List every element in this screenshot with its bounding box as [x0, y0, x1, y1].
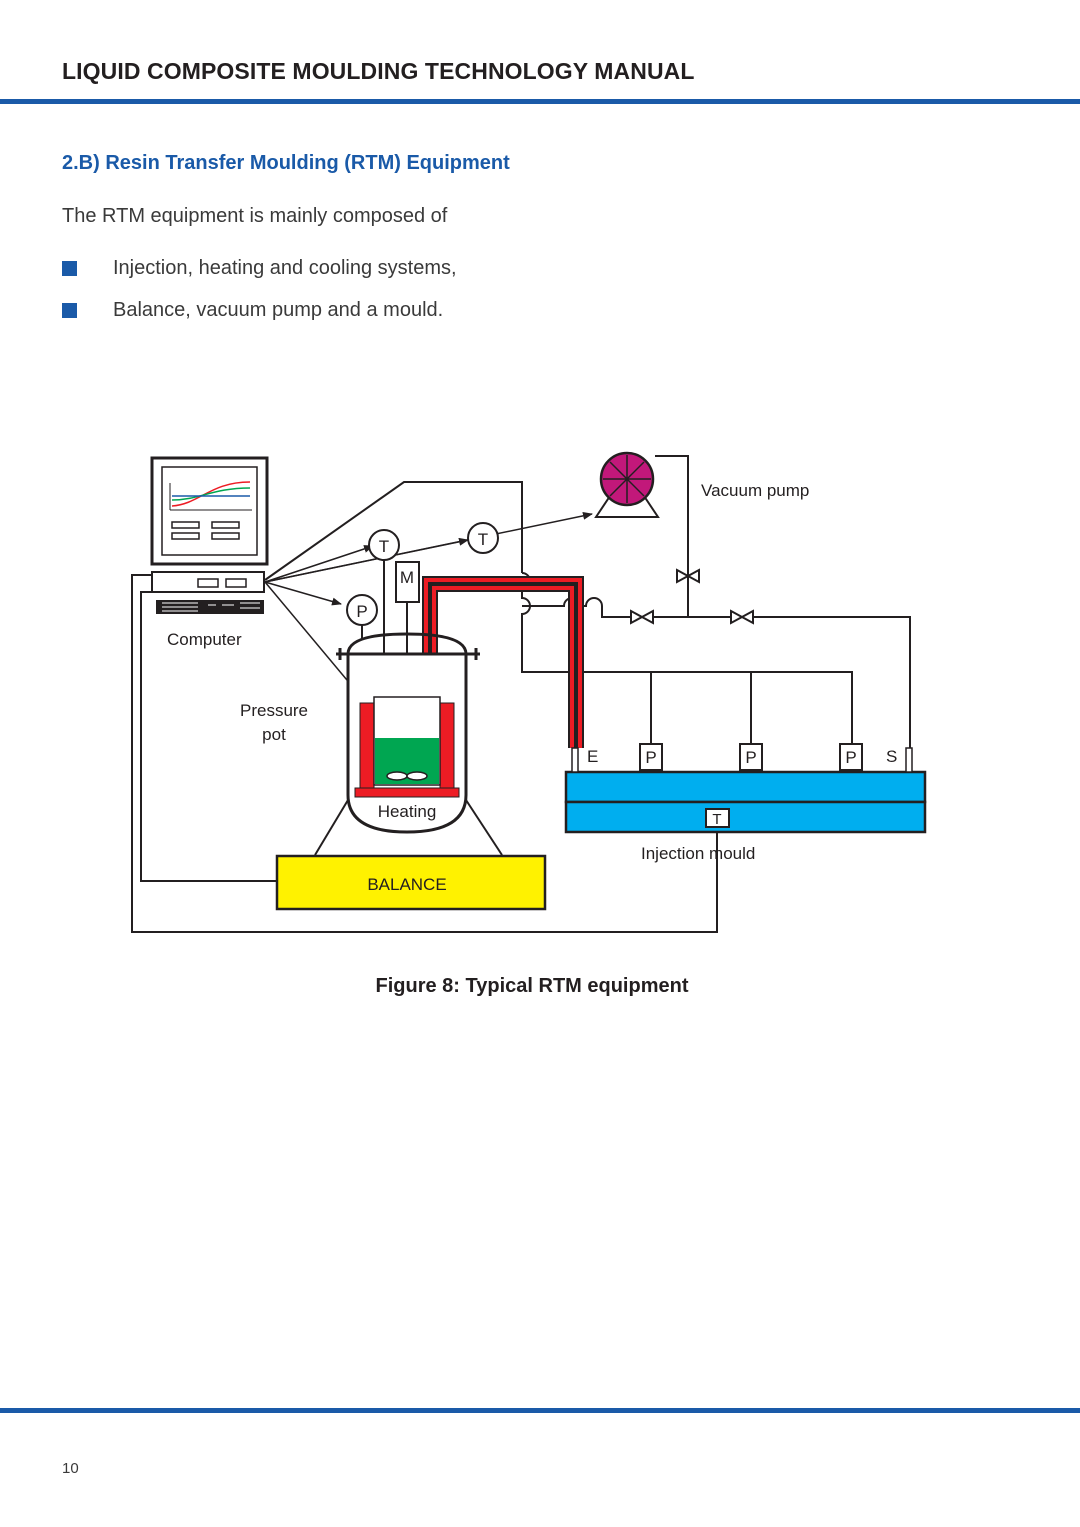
wiring-loop	[131, 574, 718, 933]
bullet-text: Balance, vacuum pump and a mould.	[113, 299, 444, 321]
bullet-text: Injection, heating and cooling systems,	[113, 257, 457, 279]
pressure-sensor-icon: P	[839, 743, 863, 771]
injection-mould: T E S P P P	[564, 743, 927, 834]
pressure-pot: Heating	[314, 632, 503, 856]
signal-lines	[264, 511, 593, 699]
svg-text:M: M	[400, 568, 414, 587]
valve-icon	[630, 609, 654, 625]
page-number: 10	[62, 1460, 79, 1477]
vacuum-pump-label: Vacuum pump	[701, 481, 809, 500]
header-rule	[0, 99, 1080, 104]
svg-text:P: P	[745, 748, 756, 767]
rtm-equipment-diagram: Computer Vacuum pump	[131, 451, 927, 933]
balance-label: BALANCE	[367, 875, 446, 894]
pressure-gauge-icon: P	[346, 594, 378, 640]
pressure-pot-label: Pressure	[240, 701, 308, 720]
svg-text:T: T	[478, 530, 488, 549]
balance-box	[275, 854, 547, 911]
svg-text:T: T	[712, 811, 721, 828]
svg-text:Heating: Heating	[378, 802, 437, 821]
valve-icon	[730, 609, 754, 625]
injection-pipe	[422, 576, 584, 748]
svg-text:P: P	[845, 748, 856, 767]
svg-text:P: P	[356, 602, 367, 621]
section-heading: 2.B) Resin Transfer Moulding (RTM) Equip…	[62, 152, 510, 174]
bullet-square-icon	[62, 303, 77, 318]
valve-icon	[676, 568, 700, 584]
pressure-sensor-icon: P	[739, 743, 763, 771]
svg-text:T: T	[379, 537, 389, 556]
svg-text:S: S	[886, 747, 897, 766]
svg-text:E: E	[587, 747, 598, 766]
intro-text: The RTM equipment is mainly composed of	[62, 205, 448, 227]
bullet-square-icon	[62, 261, 77, 276]
computer-label: Computer	[167, 630, 242, 649]
injection-mould-label: Injection mould	[641, 844, 755, 863]
footer-rule	[0, 1408, 1080, 1413]
computer-monitor-icon	[150, 456, 269, 566]
svg-text:P: P	[645, 748, 656, 767]
control-frame-line	[264, 481, 523, 581]
document-title: LIQUID COMPOSITE MOULDING TECHNOLOGY MAN…	[62, 58, 695, 84]
vacuum-line	[522, 455, 911, 748]
pressure-pot-label: pot	[262, 725, 286, 744]
figure-caption: Figure 8: Typical RTM equipment	[375, 975, 689, 997]
pressure-sensor-icon: P	[639, 743, 663, 771]
temperature-sensor-icon: T	[467, 522, 499, 554]
vacuum-pump-icon	[594, 451, 660, 518]
computer-base-icon	[151, 571, 265, 614]
